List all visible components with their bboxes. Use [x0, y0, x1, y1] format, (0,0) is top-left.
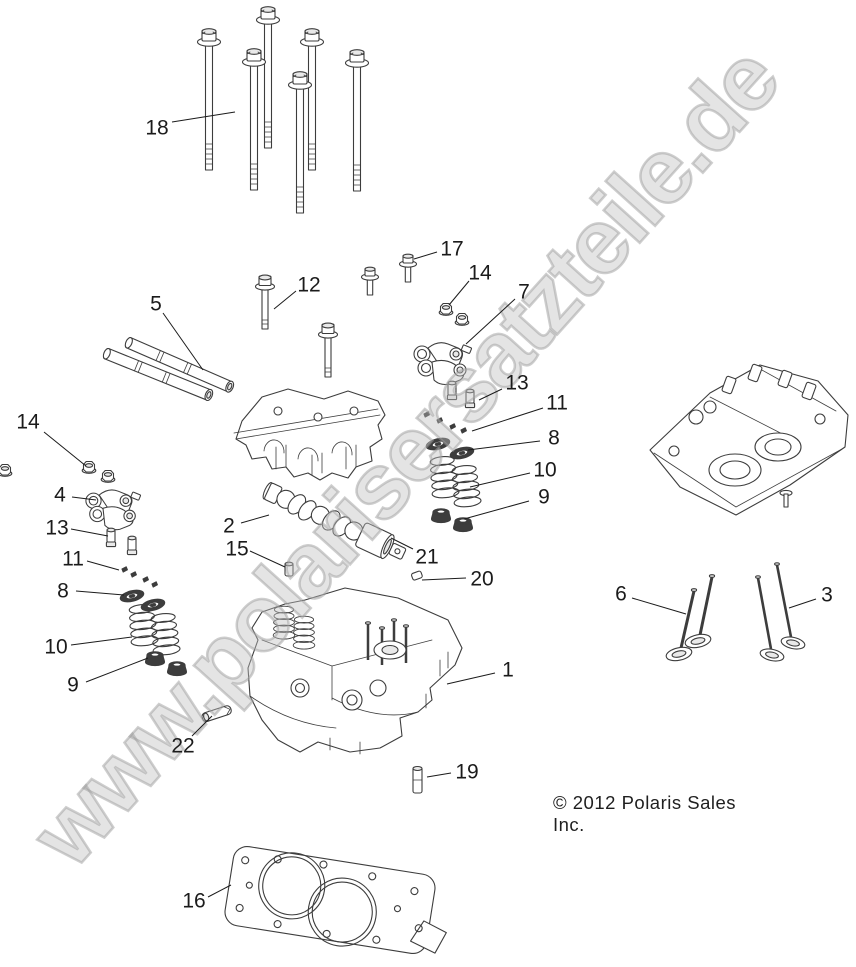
- dowel-pin-15-drawing: [284, 561, 294, 577]
- callout-number-11-right: 11: [546, 392, 568, 415]
- callout-leader-16: [207, 884, 232, 898]
- callout-number-13-right: 13: [505, 372, 528, 395]
- callout-number-21: 21: [415, 546, 438, 569]
- callout-leader-3: [788, 598, 817, 609]
- head-gasket-drawing: [224, 846, 447, 954]
- callout-leader-6: [631, 597, 687, 615]
- cylinder-head-drawing: [247, 587, 463, 755]
- callout-number-8-left: 8: [57, 580, 69, 603]
- callout-number-9-left: 9: [67, 674, 79, 697]
- callout-leader-18: [171, 111, 236, 123]
- callout-leader-20: [421, 577, 467, 581]
- callout-number-10-right: 10: [533, 459, 556, 482]
- callout-leader-19: [426, 772, 452, 778]
- valves-drawing: [665, 562, 806, 662]
- carrier-bolts-drawing: [254, 253, 418, 378]
- callout-leader-5: [162, 312, 204, 371]
- callout-number-7: 7: [518, 281, 530, 304]
- camshaft-drawing: [262, 482, 407, 560]
- callout-number-4: 4: [54, 484, 66, 507]
- callout-number-15: 15: [225, 538, 248, 561]
- callout-leader-14-left: [43, 431, 87, 467]
- callout-leader-9-left: [85, 657, 149, 683]
- parts-layer: [0, 6, 849, 954]
- callout-leader-21: [390, 537, 414, 550]
- callout-leader-15: [249, 550, 286, 568]
- callout-number-17: 17: [440, 238, 463, 261]
- copyright-text: © 2012 Polaris Sales Inc.: [553, 792, 737, 835]
- callout-number-22: 22: [171, 735, 194, 758]
- callout-number-12: 12: [297, 274, 320, 297]
- key-20-drawing: [411, 570, 423, 581]
- callout-leader-13-left: [70, 528, 109, 537]
- rocker-shafts-drawing: [101, 335, 236, 403]
- dowel-pin-19-drawing: [412, 765, 423, 794]
- callout-leader-10-right: [469, 472, 531, 488]
- callout-number-18: 18: [145, 117, 168, 140]
- rocker-assembly-left-drawing: [85, 489, 142, 531]
- callout-leader-9-right: [463, 500, 530, 520]
- callout-number-5: 5: [150, 293, 162, 316]
- callout-leader-10-left: [70, 636, 133, 646]
- callout-number-6: 6: [615, 583, 627, 606]
- callout-leader-8-right: [467, 440, 541, 451]
- callout-number-14-left: 14: [16, 411, 40, 434]
- cam-carrier-drawing: [233, 388, 386, 481]
- callout-number-8-right: 8: [548, 427, 560, 450]
- callout-leader-7: [465, 298, 516, 345]
- callout-leader-8-left: [75, 590, 125, 596]
- callout-leader-4: [71, 496, 97, 501]
- callout-number-2: 2: [223, 515, 235, 538]
- callout-leader-22: [191, 715, 213, 737]
- callout-leader-2: [240, 514, 270, 524]
- callout-number-16: 16: [182, 890, 205, 913]
- callout-number-9-right: 9: [538, 486, 550, 509]
- callout-number-3: 3: [821, 584, 833, 607]
- callout-number-10-left: 10: [44, 636, 67, 659]
- callout-number-13-left: 13: [45, 517, 68, 540]
- callout-leader-13-right: [478, 388, 503, 401]
- callout-leader-12: [273, 290, 297, 310]
- callout-number-11-left: 11: [62, 548, 84, 571]
- callout-leader-14-top: [448, 280, 470, 306]
- head-bolts-drawing: [196, 6, 370, 214]
- callout-leader-17: [413, 251, 438, 260]
- callout-number-20: 20: [470, 568, 493, 591]
- callout-number-14-top: 14: [468, 262, 492, 285]
- callout-leader-1: [446, 672, 496, 685]
- callout-number-19: 19: [455, 761, 478, 784]
- callout-leader-11-left: [86, 560, 120, 571]
- callout-number-1: 1: [502, 659, 514, 682]
- cylinder-head-assembled-drawing: [649, 363, 849, 516]
- callout-leader-11-right: [471, 407, 544, 432]
